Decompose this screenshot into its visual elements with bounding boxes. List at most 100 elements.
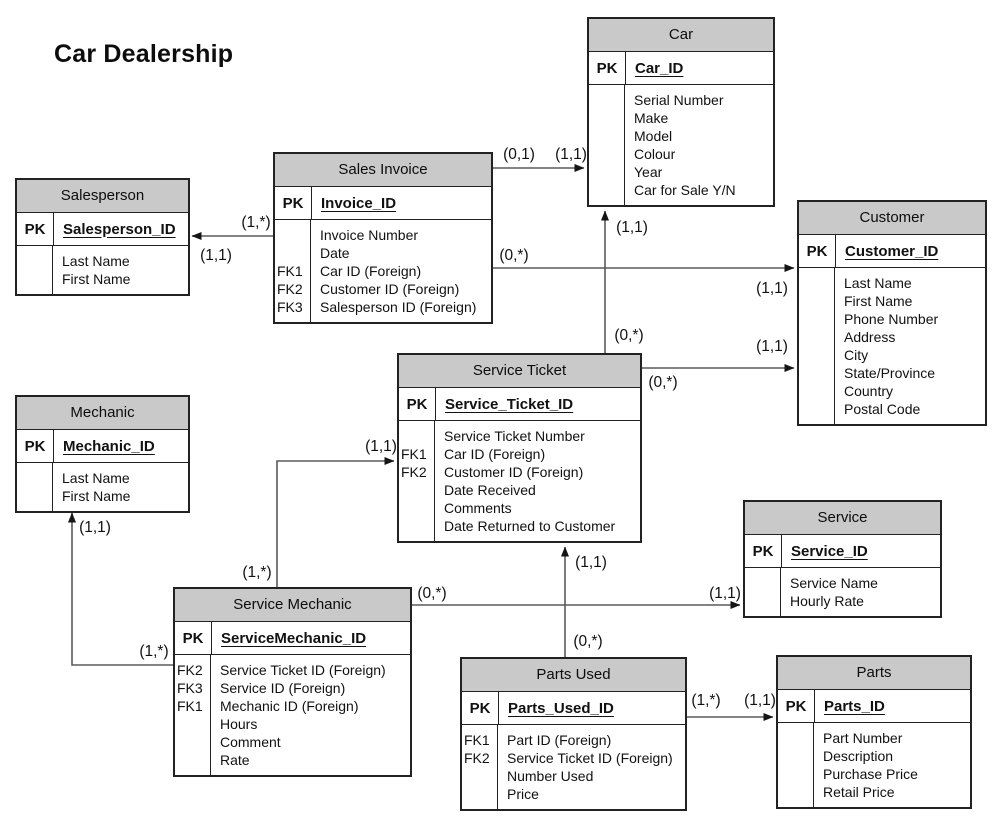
pk-attribute: Service_ID <box>791 542 868 560</box>
cardinality-label: (1,1) <box>616 219 648 236</box>
pk-attribute: Salesperson_ID <box>63 220 176 238</box>
entity-sales-invoice-title: Sales Invoice <box>275 154 491 187</box>
fk-column <box>589 85 625 205</box>
cardinality-label: (1,1) <box>200 247 232 264</box>
entity-service-mechanic: Service Mechanic PK ServiceMechanic_ID F… <box>173 587 412 777</box>
pk-label: PK <box>275 187 312 219</box>
pk-attribute: Mechanic_ID <box>63 437 155 455</box>
cardinality-label: (1,1) <box>79 519 111 536</box>
fk-column <box>17 246 53 294</box>
pk-label: PK <box>399 388 436 420</box>
pk-label: PK <box>462 692 499 724</box>
cardinality-label: (0,*) <box>417 585 446 602</box>
entity-service-mechanic-title: Service Mechanic <box>175 589 410 622</box>
cardinality-label: (1,*) <box>241 214 270 231</box>
cardinality-label: (1,*) <box>139 643 168 660</box>
pk-label: PK <box>778 690 815 722</box>
cardinality-label: (0,1) <box>503 146 535 163</box>
pk-label: PK <box>589 52 626 84</box>
pk-label: PK <box>799 235 836 267</box>
cardinality-label: (1,*) <box>691 692 720 709</box>
pk-label: PK <box>17 213 54 245</box>
entity-parts-used-pk-row: PK Parts_Used_ID <box>462 692 685 725</box>
diagram-title: Car Dealership <box>54 40 234 68</box>
attributes-column: Part ID (Foreign)Service Ticket ID (Fore… <box>507 732 673 802</box>
entity-customer-title: Customer <box>799 202 985 235</box>
cardinality-label: (1,1) <box>555 146 587 163</box>
entity-parts-used-title: Parts Used <box>462 659 685 692</box>
entity-service-ticket-title: Service Ticket <box>399 355 640 388</box>
cardinality-label: (1,1) <box>744 692 776 709</box>
cardinality-label: (0,*) <box>614 327 643 344</box>
fk-column <box>778 723 814 807</box>
cardinality-label: (1,*) <box>242 564 271 581</box>
cardinality-label: (1,1) <box>575 554 607 571</box>
attributes-column: Service Ticket ID (Foreign)Service ID (F… <box>220 662 386 768</box>
pk-attribute: Customer_ID <box>845 242 939 260</box>
pk-attribute: Car_ID <box>635 59 684 77</box>
pk-attribute: Parts_Used_ID <box>508 699 614 717</box>
cardinality-label: (0,*) <box>573 633 602 650</box>
entity-car-title: Car <box>589 19 773 52</box>
pk-label: PK <box>175 622 212 654</box>
pk-label: PK <box>745 535 782 567</box>
entity-customer-pk-row: PK Customer_ID <box>799 235 985 268</box>
pk-attribute: Parts_ID <box>824 697 885 715</box>
entity-service-mechanic-pk-row: PK ServiceMechanic_ID <box>175 622 410 655</box>
relationship-servicemechanic-serviceticket-line <box>276 457 395 587</box>
cardinality-label: (1,1) <box>756 338 788 355</box>
relationship-servicemechanic-mechanic-line <box>68 512 173 666</box>
fk-column <box>17 463 53 511</box>
cardinality-label: (1,1) <box>756 280 788 297</box>
cardinality-label: (1,1) <box>365 438 397 455</box>
entity-parts-title: Parts <box>778 657 970 690</box>
fk-column <box>799 268 835 424</box>
entity-sales-invoice-pk-row: PK Invoice_ID <box>275 187 491 220</box>
entity-service-title: Service <box>745 502 940 535</box>
cardinality-label: (0,*) <box>499 247 528 264</box>
entity-salesperson-title: Salesperson <box>17 180 188 213</box>
pk-label: PK <box>17 430 54 462</box>
entity-service-pk-row: PK Service_ID <box>745 535 940 568</box>
cardinality-label: (0,*) <box>648 374 677 391</box>
pk-attribute: ServiceMechanic_ID <box>221 629 367 647</box>
pk-attribute: Invoice_ID <box>321 194 397 212</box>
cardinality-label: (1,1) <box>709 585 741 602</box>
entity-mechanic-pk-row: PK Mechanic_ID <box>17 430 188 463</box>
entity-salesperson-pk-row: PK Salesperson_ID <box>17 213 188 246</box>
entity-car-pk-row: PK Car_ID <box>589 52 773 85</box>
entity-parts-pk-row: PK Parts_ID <box>778 690 970 723</box>
